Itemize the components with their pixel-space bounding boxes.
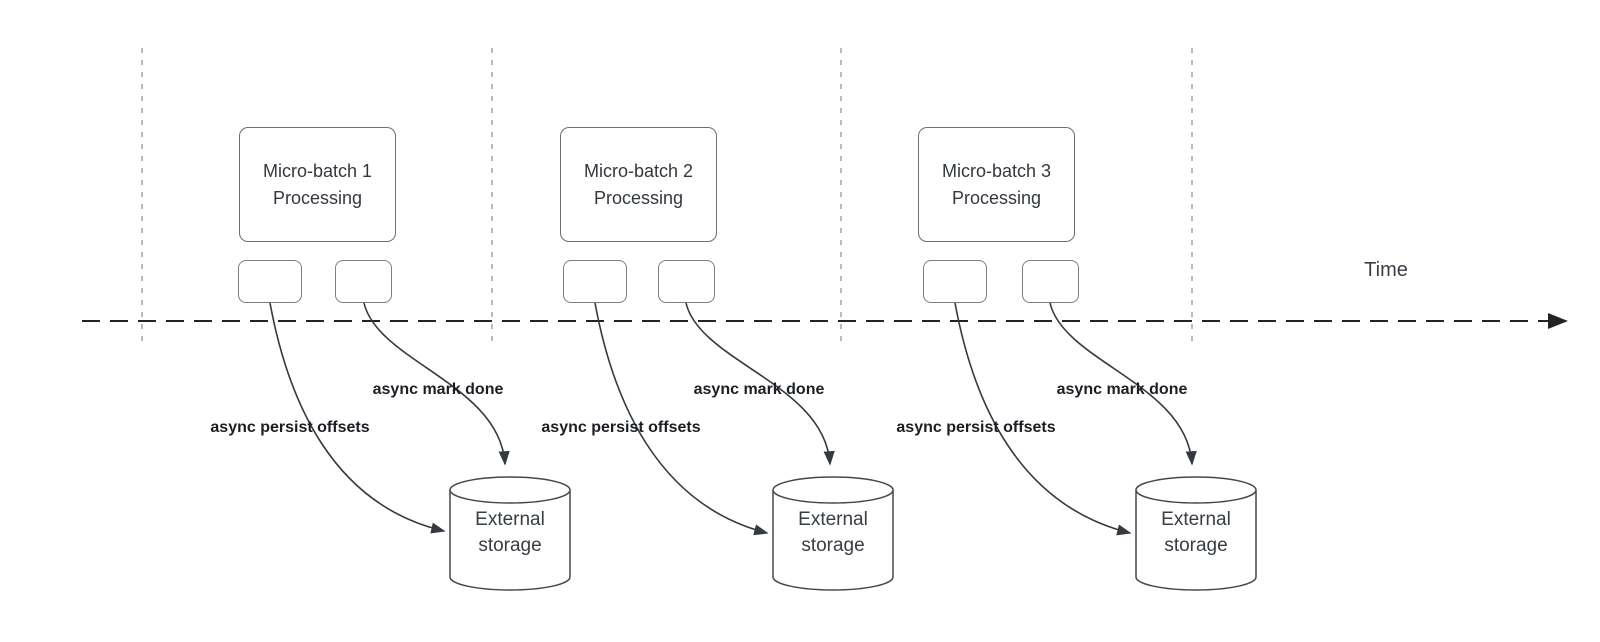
mark-done-box-2 (658, 260, 715, 303)
micro-batch-1-box: Micro-batch 1 Processing (239, 127, 396, 242)
external-storage-cylinder-3 (1135, 476, 1257, 591)
persist-offsets-arrow-2 (594, 302, 769, 536)
persist-offsets-label-2: async persist offsets (541, 419, 701, 436)
micro-batch-2-title-line2: Processing (593, 187, 684, 208)
mark-done-label-2: async mark done (693, 381, 825, 398)
mark-done-arrow-3 (1049, 302, 1197, 466)
offset-commit-box-2 (563, 260, 627, 303)
persist-offsets-arrow-1 (269, 302, 446, 534)
mark-done-arrow-2 (685, 302, 835, 466)
micro-batch-3-box: Micro-batch 3 Processing (918, 127, 1075, 242)
persist-offsets-label-1: async persist offsets (210, 419, 370, 436)
external-storage-label-3-line2: storage (1164, 535, 1228, 556)
mark-done-box-1 (335, 260, 392, 303)
external-storage-label-2-line1: External (798, 509, 868, 530)
mark-done-label-1: async mark done (372, 381, 504, 398)
offset-commit-box-1 (238, 260, 302, 303)
persist-offsets-label-3: async persist offsets (896, 419, 1056, 436)
external-storage-label-2-line2: storage (801, 535, 865, 556)
micro-batch-2-title-line1: Micro-batch 2 (583, 160, 694, 181)
mark-done-label-3: async mark done (1056, 381, 1188, 398)
micro-batch-2-box: Micro-batch 2 Processing (560, 127, 717, 242)
time-axis-label: Time (1364, 259, 1408, 281)
external-storage-label-2: External storage (771, 507, 895, 559)
micro-batch-3-title-line1: Micro-batch 3 (941, 160, 1052, 181)
mark-done-box-3 (1022, 260, 1079, 303)
external-storage-cylinder-1 (449, 476, 571, 591)
mark-done-arrow-1 (363, 302, 510, 466)
offset-commit-box-3 (923, 260, 987, 303)
micro-batch-3-title-line2: Processing (951, 187, 1042, 208)
external-storage-label-3-line1: External (1161, 509, 1231, 530)
micro-batch-1-title-line1: Micro-batch 1 (262, 160, 373, 181)
external-storage-label-1-line2: storage (478, 535, 542, 556)
external-storage-cylinder-2 (772, 476, 894, 591)
micro-batch-1-title-line2: Processing (272, 187, 363, 208)
external-storage-label-3: External storage (1134, 507, 1258, 559)
persist-offsets-arrow-3 (954, 302, 1132, 536)
external-storage-label-1-line1: External (475, 509, 545, 530)
external-storage-label-1: External storage (448, 507, 572, 559)
